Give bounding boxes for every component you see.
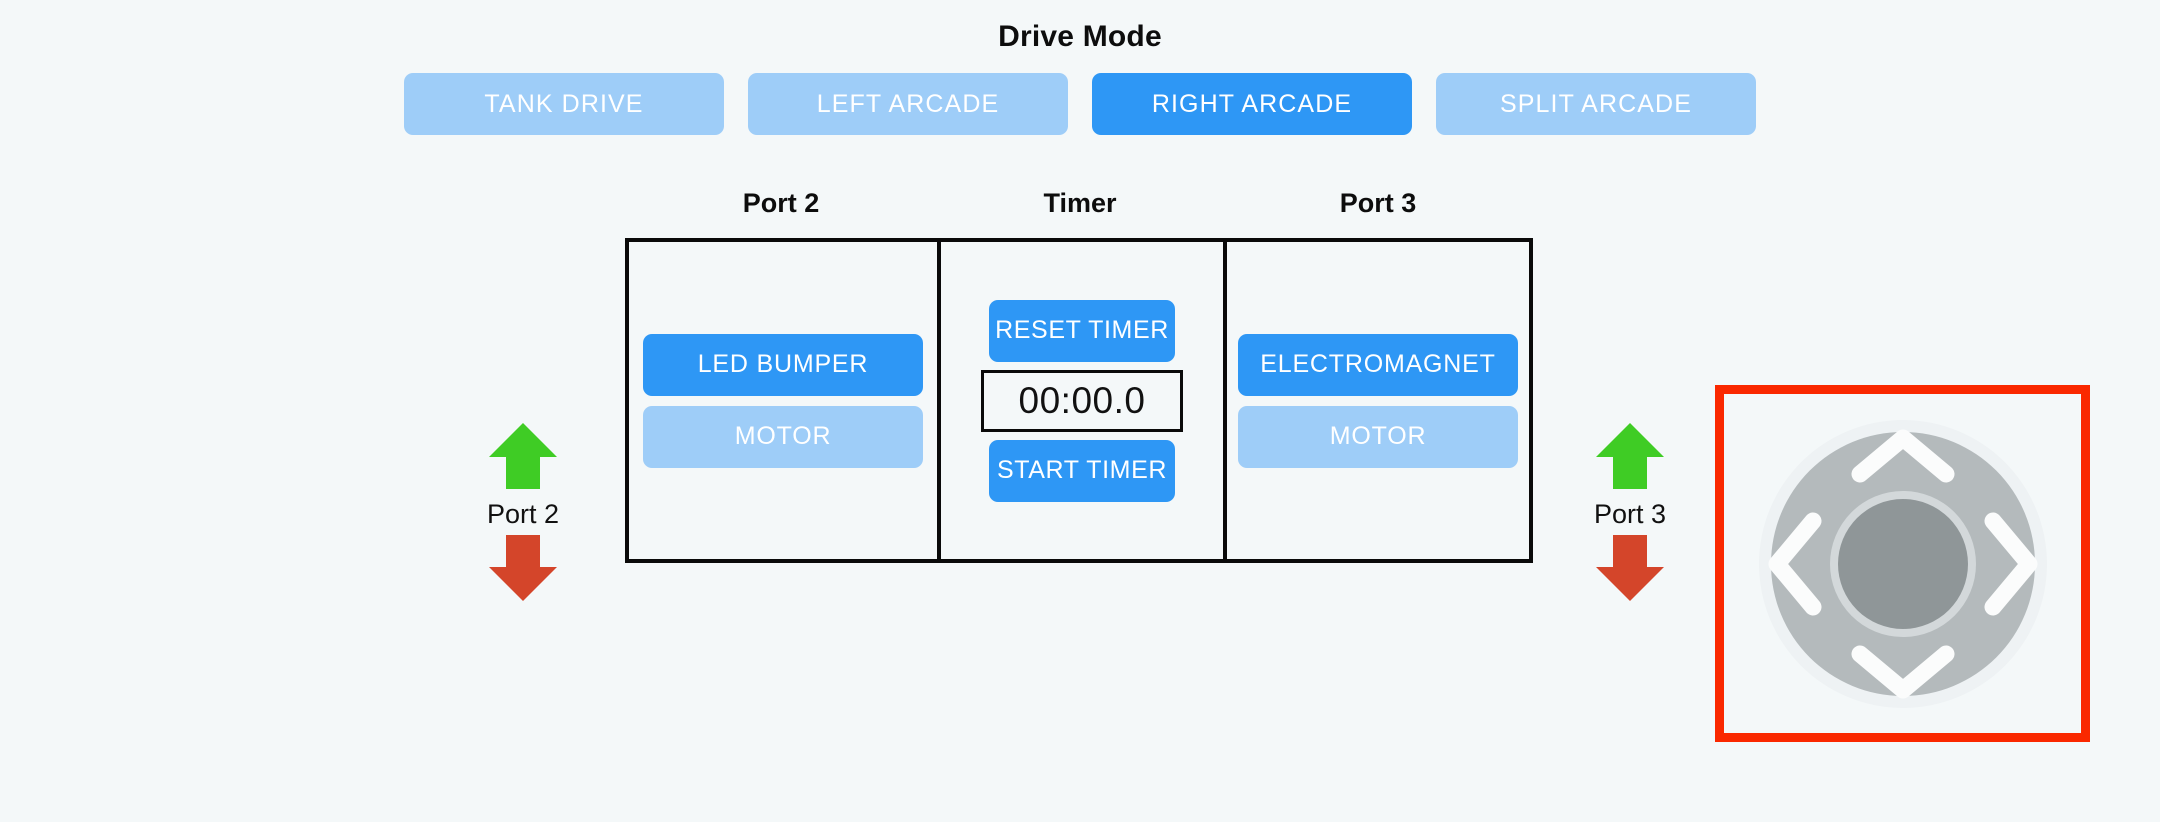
- panel-headers: Port 2 Timer Port 3: [625, 188, 1533, 219]
- port2-motor-button[interactable]: MOTOR: [643, 405, 923, 468]
- start-timer-button[interactable]: START TIMER: [989, 439, 1175, 502]
- drive-mode-section: Drive Mode TANK DRIVE LEFT ARCADE RIGHT …: [0, 0, 2160, 135]
- drive-mode-split-arcade[interactable]: SPLIT ARCADE: [1436, 73, 1756, 135]
- timer-display: 00:00.0: [981, 369, 1183, 432]
- dpad-control[interactable]: [1753, 414, 2053, 714]
- panel-header-timer: Timer: [1043, 188, 1117, 218]
- port3-arrow-label: Port 3: [1593, 499, 1667, 529]
- arrow-down-icon[interactable]: [1594, 532, 1666, 604]
- arrow-down-icon[interactable]: [487, 532, 559, 604]
- drive-mode-left-arcade[interactable]: LEFT ARCADE: [748, 73, 1068, 135]
- port3-motor-button[interactable]: MOTOR: [1238, 405, 1518, 468]
- panel-header-port2: Port 2: [742, 188, 820, 218]
- drive-mode-right-arcade[interactable]: RIGHT ARCADE: [1092, 73, 1412, 135]
- drive-mode-tank-drive[interactable]: TANK DRIVE: [404, 73, 724, 135]
- chevron-right-icon[interactable]: [1984, 512, 2037, 615]
- arrow-up-icon[interactable]: [487, 420, 559, 492]
- port3-electromagnet-button[interactable]: ELECTROMAGNET: [1238, 333, 1518, 396]
- chevron-left-icon[interactable]: [1768, 512, 1821, 615]
- port-panel-group: LED BUMPER MOTOR RESET TIMER 00:00.0 STA…: [625, 238, 1533, 563]
- chevron-up-icon[interactable]: [1851, 429, 1954, 482]
- reset-timer-button[interactable]: RESET TIMER: [989, 299, 1175, 362]
- port3-arrow-controls: Port 3: [1565, 420, 1695, 604]
- drive-mode-button-group: TANK DRIVE LEFT ARCADE RIGHT ARCADE SPLI…: [0, 73, 2160, 135]
- panel-port2: LED BUMPER MOTOR: [629, 242, 941, 559]
- port2-arrow-controls: Port 2: [458, 420, 588, 604]
- chevron-down-icon[interactable]: [1851, 645, 1954, 698]
- arrow-up-icon[interactable]: [1594, 420, 1666, 492]
- panel-header-port3: Port 3: [1339, 188, 1417, 218]
- port2-arrow-label: Port 2: [486, 499, 560, 529]
- panel-port3: ELECTROMAGNET MOTOR: [1227, 242, 1529, 559]
- panel-timer: RESET TIMER 00:00.0 START TIMER: [941, 242, 1227, 559]
- dpad-center-button[interactable]: [1837, 498, 1968, 629]
- page-title: Drive Mode: [998, 20, 1162, 53]
- port2-led-bumper-button[interactable]: LED BUMPER: [643, 333, 923, 396]
- dpad-highlight-box: [1715, 385, 2090, 742]
